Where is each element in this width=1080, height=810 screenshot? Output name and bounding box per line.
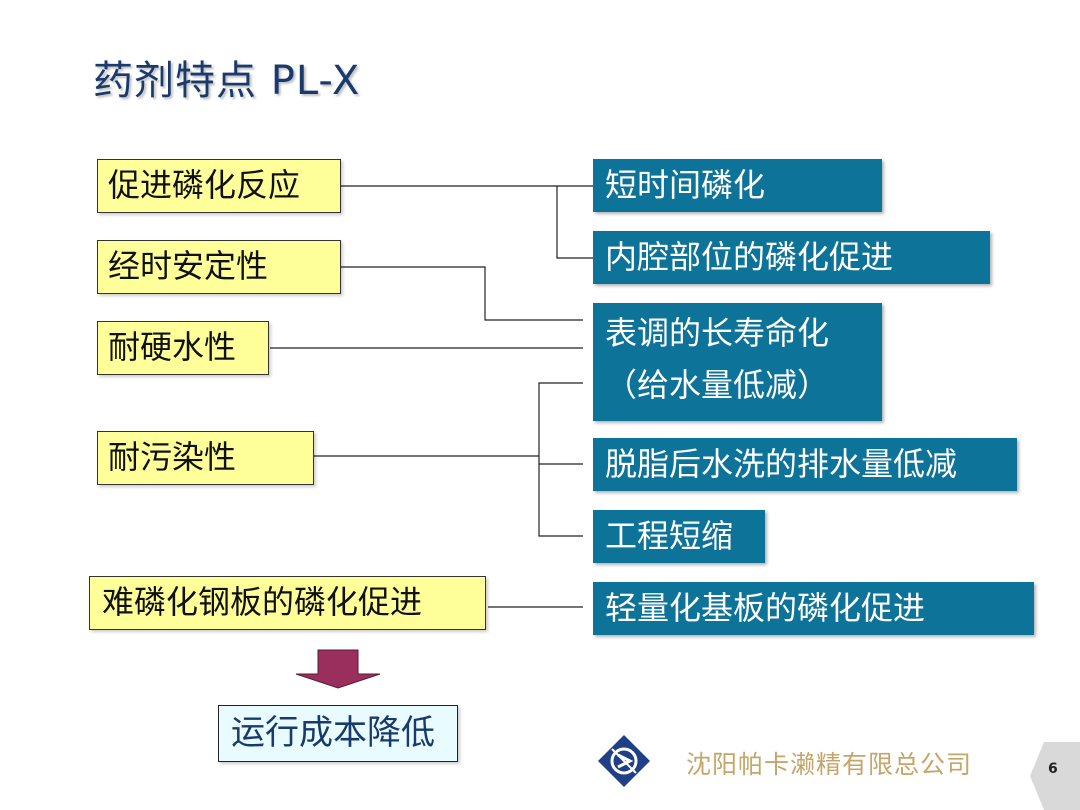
parker-logo-icon bbox=[598, 735, 650, 787]
connector-line bbox=[538, 382, 583, 537]
effect-box-short-time: 短时间磷化 bbox=[593, 159, 882, 212]
company-name: 沈阳帕卡濑精有限总公司 bbox=[686, 750, 973, 779]
feature-box-difficult-steel: 难磷化钢板的磷化促进 bbox=[89, 576, 486, 630]
result-box-cost-reduction: 运行成本降低 bbox=[218, 705, 458, 762]
page-number: 6 bbox=[1048, 761, 1058, 777]
effect-long-life-label: 表调的长寿命化 bbox=[605, 314, 830, 352]
feature-box-contamination: 耐污染性 bbox=[97, 431, 314, 485]
connector-line bbox=[341, 266, 583, 321]
effect-box-cavity: 内腔部位的磷化促进 bbox=[593, 231, 990, 284]
effect-water-supply-label: （给水量低减） bbox=[605, 366, 830, 404]
effect-box-lightweight: 轻量化基板的磷化促进 bbox=[593, 582, 1034, 635]
effect-box-long-life: 表调的长寿命化 （给水量低减） bbox=[593, 303, 882, 421]
feature-box-hard-water: 耐硬水性 bbox=[97, 321, 269, 375]
connector-line bbox=[556, 186, 593, 259]
feature-box-promote-phosphating: 促进磷化反应 bbox=[97, 159, 341, 213]
page-number-tab bbox=[1030, 742, 1080, 810]
down-arrow-icon bbox=[295, 649, 381, 689]
feature-box-stability: 经时安定性 bbox=[97, 240, 341, 294]
effect-box-process-shorten: 工程短缩 bbox=[593, 510, 765, 563]
effect-box-drainage: 脱脂后水洗的排水量低减 bbox=[593, 438, 1017, 491]
slide-title: 药剂特点 PL-X bbox=[93, 58, 361, 104]
